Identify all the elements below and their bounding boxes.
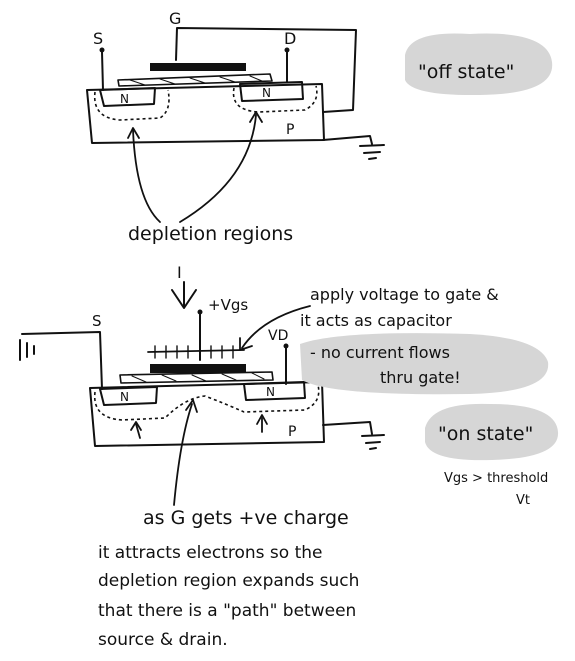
gate-charge-row [147, 349, 245, 353]
bottom-arrow-center [173, 403, 193, 506]
current-arrow-icon [171, 289, 197, 309]
bottom-mosfet-diagram: I +Vgs [19, 263, 559, 650]
top-gate-metal [150, 63, 246, 71]
caption-line-3: depletion region expands such [98, 571, 359, 591]
note-line-2: it acts as capacitor [300, 311, 452, 330]
bottom-n-well-drain [243, 381, 306, 401]
caption-line-1: as G gets +ve charge [143, 507, 349, 529]
bottom-label-vgs: +Vgs [208, 296, 248, 314]
caption-line-5: source & drain. [98, 630, 228, 650]
note-line-4: thru gate! [380, 368, 461, 387]
top-state-highlight [405, 33, 553, 96]
bottom-label-current: I [177, 263, 182, 282]
bottom-depletion-channel [93, 384, 320, 421]
top-mosfet-diagram: S G D N N P depletion regions "off state… [86, 9, 553, 245]
bottom-label-n-left: N [120, 390, 129, 404]
top-oxide-layer [117, 73, 273, 87]
top-label-drain: D [284, 29, 296, 48]
bottom-label-n-right: N [266, 385, 275, 399]
threshold-line-2: Vt [516, 493, 530, 508]
bottom-gate-metal [150, 364, 246, 373]
top-label-source: S [93, 29, 103, 48]
top-state-badge: "off state" [418, 61, 514, 83]
bottom-n-well-source [99, 386, 158, 406]
note-line-3: - no current flows [310, 343, 450, 362]
bottom-label-source: S [92, 312, 102, 330]
threshold-line-1: Vgs > threshold [444, 471, 548, 486]
caption-line-4: that there is a "path" between [98, 601, 356, 621]
top-ground-wire [322, 135, 373, 145]
bottom-label-drain: VD [268, 328, 288, 344]
note-arrow [241, 305, 311, 349]
top-n-well-source [99, 87, 156, 107]
bottom-arrow-left [135, 423, 141, 439]
top-label-n-right: N [262, 86, 271, 100]
top-caption: depletion regions [128, 223, 293, 245]
note-line-1: apply voltage to gate & [310, 285, 499, 304]
top-arrow-left [132, 129, 161, 223]
bottom-state-highlight [425, 403, 559, 461]
top-gate-lead [175, 27, 357, 113]
bottom-ground-wire [322, 421, 373, 435]
note-highlight [300, 333, 549, 395]
bottom-oxide-layer [119, 371, 274, 384]
top-n-well-drain [239, 81, 304, 102]
top-depletion-left [93, 89, 170, 121]
bottom-label-p: P [288, 424, 296, 440]
top-label-p: P [286, 122, 294, 138]
top-label-n-left: N [120, 92, 129, 106]
bottom-state-badge: "on state" [438, 423, 533, 445]
caption-line-2: it attracts electrons so the [98, 543, 323, 563]
bottom-source-lead [21, 331, 103, 390]
top-label-gate: G [169, 9, 181, 28]
top-arrow-right [179, 114, 257, 223]
